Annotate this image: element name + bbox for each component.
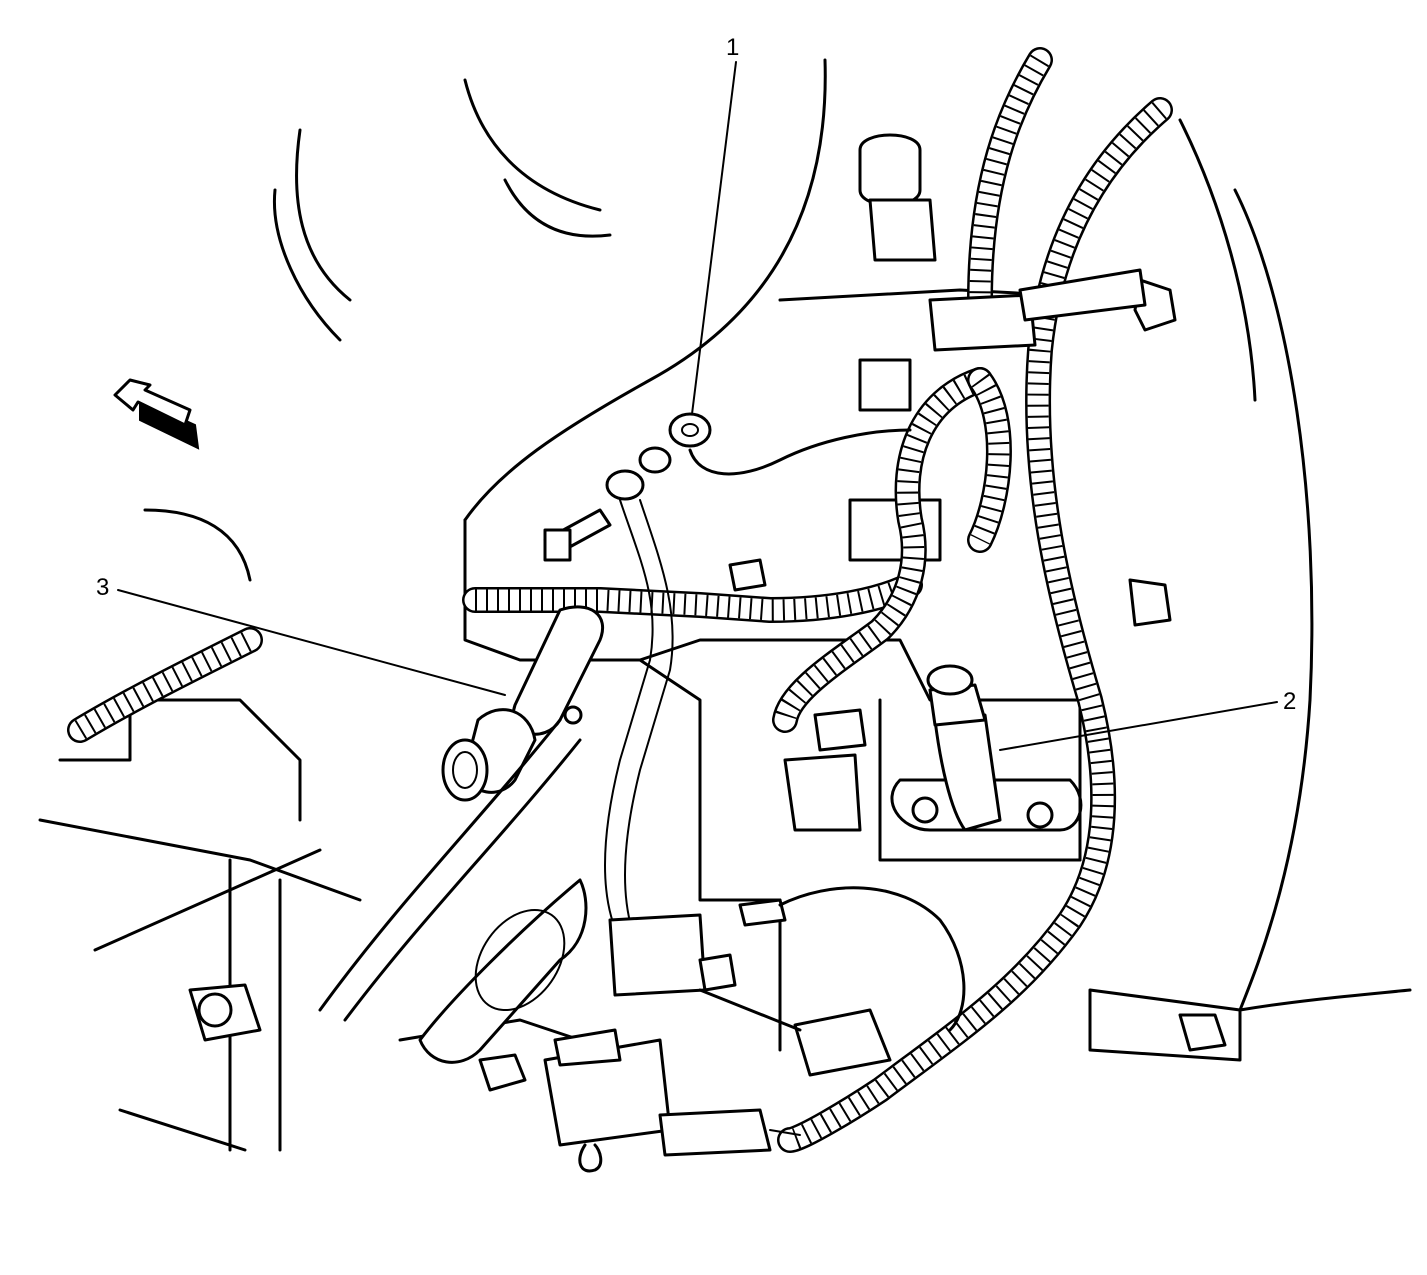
bolt-right-middle [1128,578,1172,627]
grommet-1 [604,412,912,951]
leader-line-3 [117,589,506,696]
sensor-2 [926,664,1002,832]
bolt-lower-right [1178,1013,1227,1052]
callout-1: 1 [726,34,740,61]
bolt-top-cap [858,133,937,262]
harness-clamp [928,268,1147,352]
ground-bolt [543,508,612,562]
connectors [543,708,892,1173]
lower-cable [418,878,966,1064]
leader-line-1 [691,61,737,415]
body-contours [38,58,1412,1152]
sensor-3 [441,605,605,802]
bolt-lower-left [188,983,262,1042]
ground-cable [318,718,582,1022]
callout-2: 2 [1283,688,1297,715]
bolts [188,133,1227,1092]
leader-line-2 [999,701,1278,751]
harness-bolt [728,558,767,592]
bolt-bottom-center [478,1053,527,1092]
direction-arrow-icon [113,378,200,450]
callout-3: 3 [96,574,110,601]
leader-lines [117,61,1278,751]
